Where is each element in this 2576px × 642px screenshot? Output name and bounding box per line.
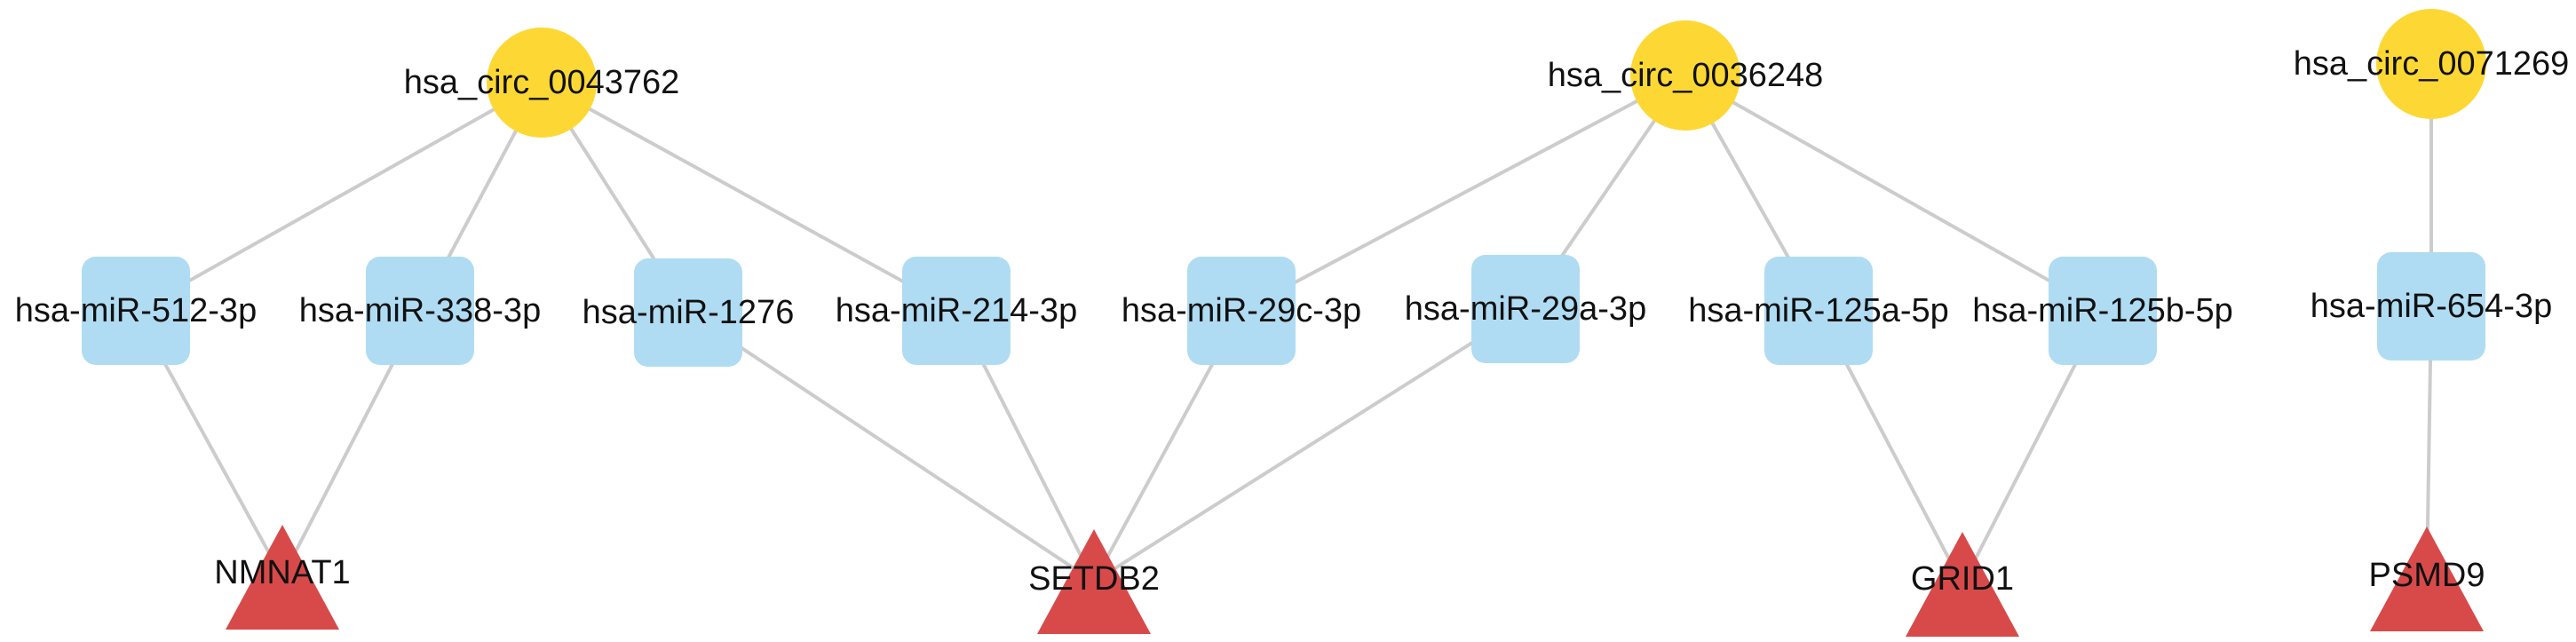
node-label-g3: GRID1 — [1911, 560, 2014, 598]
mirna-node-m2[interactable] — [366, 257, 474, 365]
mirna-node-m7[interactable] — [1764, 257, 1873, 365]
gene-node-g4[interactable] — [2370, 527, 2484, 631]
circrna-node-c2[interactable] — [1630, 20, 1740, 131]
node-label-c2: hsa_circ_0036248 — [1548, 57, 1824, 94]
circrna-node-c3[interactable] — [2376, 9, 2486, 119]
node-label-m2: hsa-miR-338-3p — [299, 292, 541, 329]
edge-m3-g2 — [686, 311, 1096, 583]
node-label-m8: hsa-miR-125b-5p — [1972, 292, 2233, 329]
node-label-c3: hsa_circ_0071269 — [2294, 45, 2570, 83]
node-label-m9: hsa-miR-654-3p — [2310, 288, 2552, 325]
gene-node-g3[interactable] — [1906, 532, 2019, 637]
circrna-node-c1[interactable] — [487, 28, 597, 138]
node-label-g4: PSMD9 — [2369, 557, 2485, 594]
edge-c1-m1 — [135, 81, 543, 313]
edge-c1-m4 — [541, 81, 957, 313]
nodes-layer — [82, 9, 2486, 637]
mirna-node-m4[interactable] — [902, 257, 1011, 365]
gene-node-g1[interactable] — [226, 525, 339, 630]
edge-m6-g2 — [1092, 307, 1527, 583]
node-label-m3: hsa-miR-1276 — [583, 294, 795, 331]
gene-node-g2[interactable] — [1037, 529, 1151, 634]
node-label-g1: NMNAT1 — [214, 554, 350, 591]
node-label-m4: hsa-miR-214-3p — [836, 292, 1077, 329]
edge-c2-m8 — [1684, 74, 2104, 313]
mirna-node-m9[interactable] — [2377, 252, 2485, 361]
node-label-m1: hsa-miR-512-3p — [15, 292, 257, 329]
labels-layer: hsa_circ_0043762 hsa_circ_0036248 hsa_circ… — [15, 45, 2570, 598]
node-label-m5: hsa-miR-29c-3p — [1122, 292, 1361, 329]
mirna-node-m1[interactable] — [82, 257, 190, 365]
node-label-m7: hsa-miR-125a-5p — [1688, 292, 1949, 329]
node-label-c1: hsa_circ_0043762 — [404, 64, 680, 101]
node-label-g2: SETDB2 — [1028, 560, 1160, 598]
node-label-m6: hsa-miR-29a-3p — [1405, 290, 1646, 328]
mirna-node-m3[interactable] — [634, 258, 742, 367]
mirna-node-m8[interactable] — [2049, 257, 2157, 365]
edge-c2-m5 — [1240, 74, 1686, 313]
mirna-node-m5[interactable] — [1187, 257, 1296, 365]
mirna-node-m6[interactable] — [1471, 255, 1580, 363]
